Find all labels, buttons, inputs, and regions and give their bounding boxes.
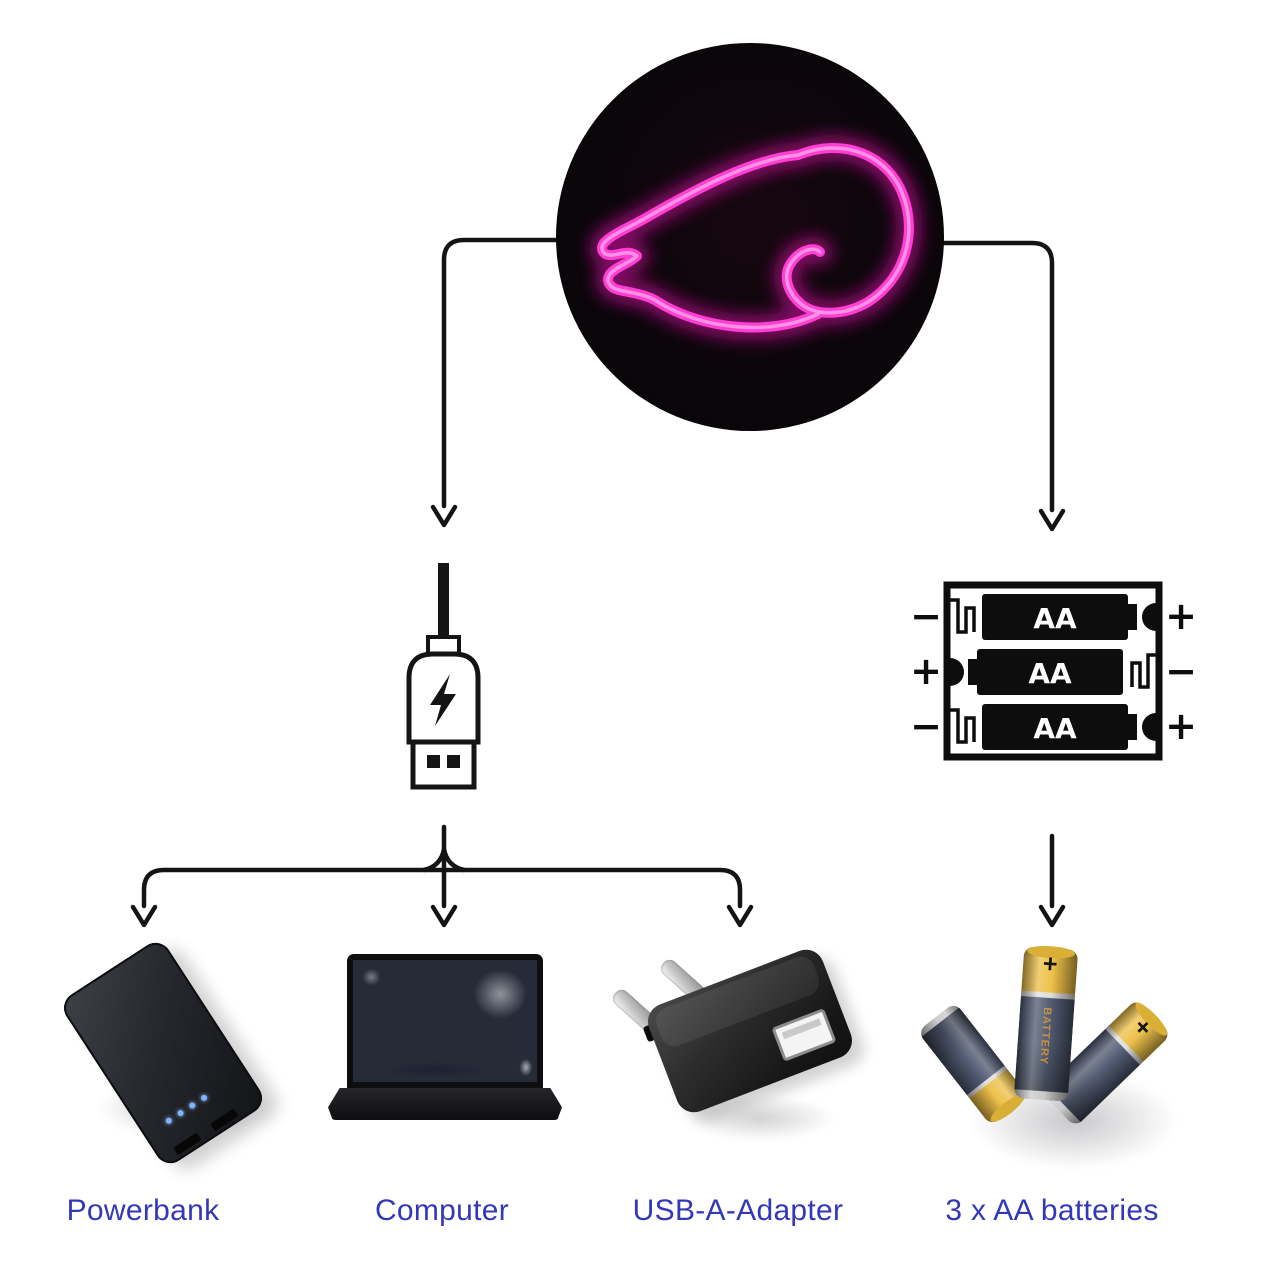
arrowhead-icon xyxy=(1038,904,1066,928)
connector-fillets xyxy=(421,846,467,873)
polarity-sign: − xyxy=(1165,649,1197,693)
laptop-screen xyxy=(347,954,543,1088)
usb-metal-shell xyxy=(410,739,477,790)
laptop-keyboard-base xyxy=(328,1088,562,1120)
led-indicator-icon xyxy=(176,1108,185,1118)
usb-cable xyxy=(438,563,449,639)
laptop-wallpaper xyxy=(353,960,537,1082)
spring-contact-icon xyxy=(1130,653,1156,689)
battery-bar xyxy=(982,594,1128,640)
usb-contact-hole xyxy=(427,755,440,768)
battery-bar xyxy=(982,704,1128,750)
neon-whale-icon xyxy=(589,135,922,341)
battery-cell-label: AA xyxy=(1033,712,1077,745)
label-computer: Computer xyxy=(374,1194,510,1227)
bump-contact-icon xyxy=(1142,603,1156,631)
usb-strain-relief xyxy=(426,635,461,656)
battery-terminal-nub xyxy=(1127,604,1137,630)
arrowhead-icon xyxy=(430,504,458,528)
usb-contact-hole xyxy=(447,755,460,768)
label-usb-adapter: USB-A-Adapter xyxy=(632,1194,844,1227)
lightning-bolt-icon xyxy=(430,674,456,726)
battery-bar xyxy=(977,649,1123,695)
led-indicator-icon xyxy=(188,1101,197,1110)
arrowhead-icon xyxy=(1038,508,1066,532)
bump-contact-icon xyxy=(950,658,964,686)
label-batteries: 3 x AA batteries xyxy=(945,1194,1159,1227)
battery-plus-mark: + xyxy=(1127,1012,1158,1043)
polarity-sign: + xyxy=(1165,704,1197,748)
battery-cell-label: AA xyxy=(1028,657,1072,690)
battery-cell-label: AA xyxy=(1033,602,1077,635)
neon-sign-circle xyxy=(556,43,944,431)
powerbank-image xyxy=(57,936,320,1170)
battery-plus-mark: + xyxy=(1041,949,1059,979)
spring-contact-icon xyxy=(950,598,976,634)
battery-compartment-diagram: AA AA AA − + + − − + xyxy=(910,581,1197,761)
neon-highlight xyxy=(600,146,911,330)
usb-port-slot xyxy=(173,1132,202,1156)
label-powerbank: Powerbank xyxy=(66,1194,220,1227)
led-indicator-icon xyxy=(199,1093,209,1103)
polarity-sign: + xyxy=(1165,594,1197,638)
led-indicator-icon xyxy=(164,1116,173,1125)
connector-right-branch xyxy=(937,240,1055,513)
polarity-sign: + xyxy=(910,649,942,693)
connector-left-branch xyxy=(441,237,563,509)
polarity-sign: − xyxy=(910,704,942,748)
arrowhead-icon xyxy=(726,904,754,928)
arrowhead-icon xyxy=(130,904,158,928)
laptop-image xyxy=(328,950,562,1140)
aa-battery: + BATTERY xyxy=(1013,946,1079,1102)
bump-contact-icon xyxy=(1142,713,1156,741)
battery-terminal-nub xyxy=(968,659,978,685)
usb-adapter-image xyxy=(605,938,885,1163)
connector-split-bar xyxy=(141,867,743,909)
connector-lines xyxy=(130,237,1066,928)
spring-contact-icon xyxy=(950,708,976,744)
usb-cable-plug-icon xyxy=(406,563,481,790)
usb-a-port xyxy=(771,1008,837,1062)
arrowhead-icon xyxy=(430,904,458,928)
aa-batteries-image: + + BATTERY xyxy=(917,938,1230,1193)
polarity-sign: − xyxy=(910,594,942,638)
battery-terminal-nub xyxy=(1127,714,1137,740)
battery-brand-text: BATTERY xyxy=(1037,1006,1054,1066)
